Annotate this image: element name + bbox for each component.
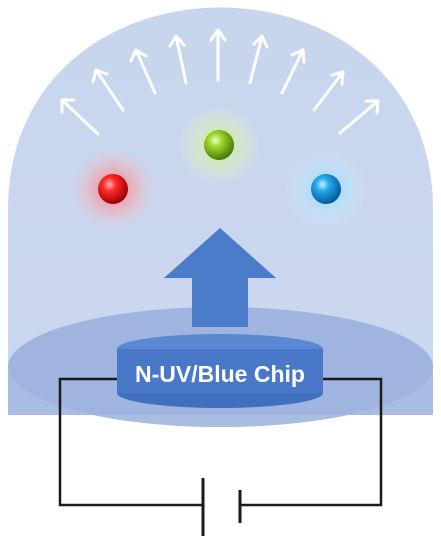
thin-arrow-icon [248, 34, 269, 85]
circuit [58, 377, 383, 507]
thin-arrow-icon [129, 48, 157, 95]
blue-phosphor [284, 149, 368, 229]
led-dome [8, 7, 433, 415]
thin-arrow-icon [338, 99, 380, 135]
thin-arrow-icon [280, 48, 306, 95]
thin-arrow-icon [312, 70, 345, 112]
red-phosphor [71, 149, 155, 229]
emission-arrows [60, 28, 380, 136]
chip-label: N-UV/Blue Chip [135, 361, 305, 387]
thin-arrow-icon [209, 28, 227, 82]
thin-arrow-icon [168, 34, 188, 85]
chip: N-UV/Blue Chip [117, 334, 323, 408]
green-phosphor [177, 105, 261, 185]
thin-arrow-icon [91, 68, 125, 112]
thin-arrow-icon [60, 98, 100, 136]
battery-icon [201, 478, 242, 536]
up-arrow-icon [164, 228, 276, 327]
dome-bottom-band [8, 367, 433, 427]
